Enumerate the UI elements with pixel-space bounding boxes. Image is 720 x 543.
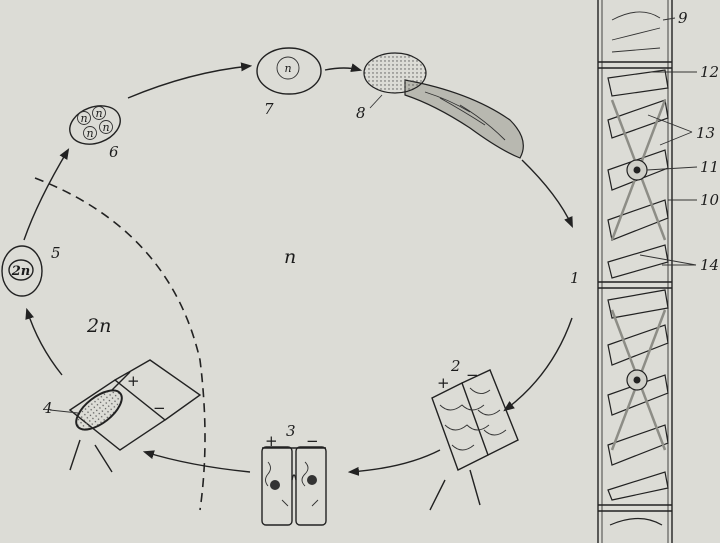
- zygote-mark: 2n: [11, 264, 31, 279]
- stage-5-zygote: [1, 245, 43, 297]
- stage-1-label: 1: [570, 269, 580, 287]
- leader-lines: [639, 17, 698, 266]
- stage-8-germinating-spore: [363, 52, 524, 159]
- arrow-4-to-5: [25, 307, 63, 376]
- stage-2-plus-sign: +: [437, 374, 450, 392]
- part-13-label: 13: [696, 124, 715, 142]
- stage-4-minus-sign: −: [153, 399, 166, 417]
- stage-6-tetrad: [69, 105, 121, 145]
- arrow-5-to-6: [23, 148, 70, 241]
- arrow-2-to-3: [347, 449, 441, 476]
- part-9-label: 9: [678, 9, 688, 27]
- stage-3-conjugation: [261, 446, 327, 526]
- stage-3-plus-sign: +: [265, 432, 278, 450]
- stage-4-plus-sign: +: [127, 372, 140, 390]
- stage-7-haploid-cell: [256, 47, 322, 95]
- vegetative-filament: [597, 0, 673, 543]
- arrow-8-to-1: [521, 159, 573, 229]
- tetrad-nucleus-4: n: [102, 121, 109, 134]
- cycle-arrows: [23, 62, 573, 476]
- part-14-label: 14: [700, 256, 719, 274]
- diploid-phase-label: 2n: [86, 315, 111, 337]
- stage-2-label: 2: [450, 357, 461, 375]
- stage-5-label: 5: [51, 244, 61, 262]
- stage-2-paired-filaments: [429, 369, 519, 511]
- arrow-1-to-2: [503, 317, 573, 412]
- stage-6-label: 6: [109, 143, 119, 161]
- part-12-label: 12: [700, 63, 719, 81]
- stage-8-label: 8: [356, 104, 366, 122]
- part-11-label: 11: [700, 158, 719, 176]
- tetrad-nucleus-3: n: [86, 127, 93, 140]
- stage-7-label: 7: [264, 100, 274, 118]
- tetrad-nucleus-1: n: [80, 112, 87, 125]
- stage-4-zygospore: [49, 359, 202, 473]
- part-10-label: 10: [700, 191, 720, 209]
- haploid-nucleus-mark: n: [284, 62, 291, 75]
- ploidy-boundary-line: [34, 177, 206, 511]
- haploid-phase-label: n: [284, 246, 296, 268]
- stage-2-minus-sign: −: [466, 366, 479, 384]
- stage-3-label: 3: [286, 422, 296, 440]
- stage-4-label: 4: [42, 399, 53, 417]
- stage-3-minus-sign: −: [306, 432, 319, 450]
- arrow-3-to-4: [142, 450, 251, 473]
- tetrad-nucleus-2: n: [95, 107, 102, 120]
- arrow-7-to-8: [324, 63, 363, 73]
- arrow-6-to-7: [127, 62, 253, 99]
